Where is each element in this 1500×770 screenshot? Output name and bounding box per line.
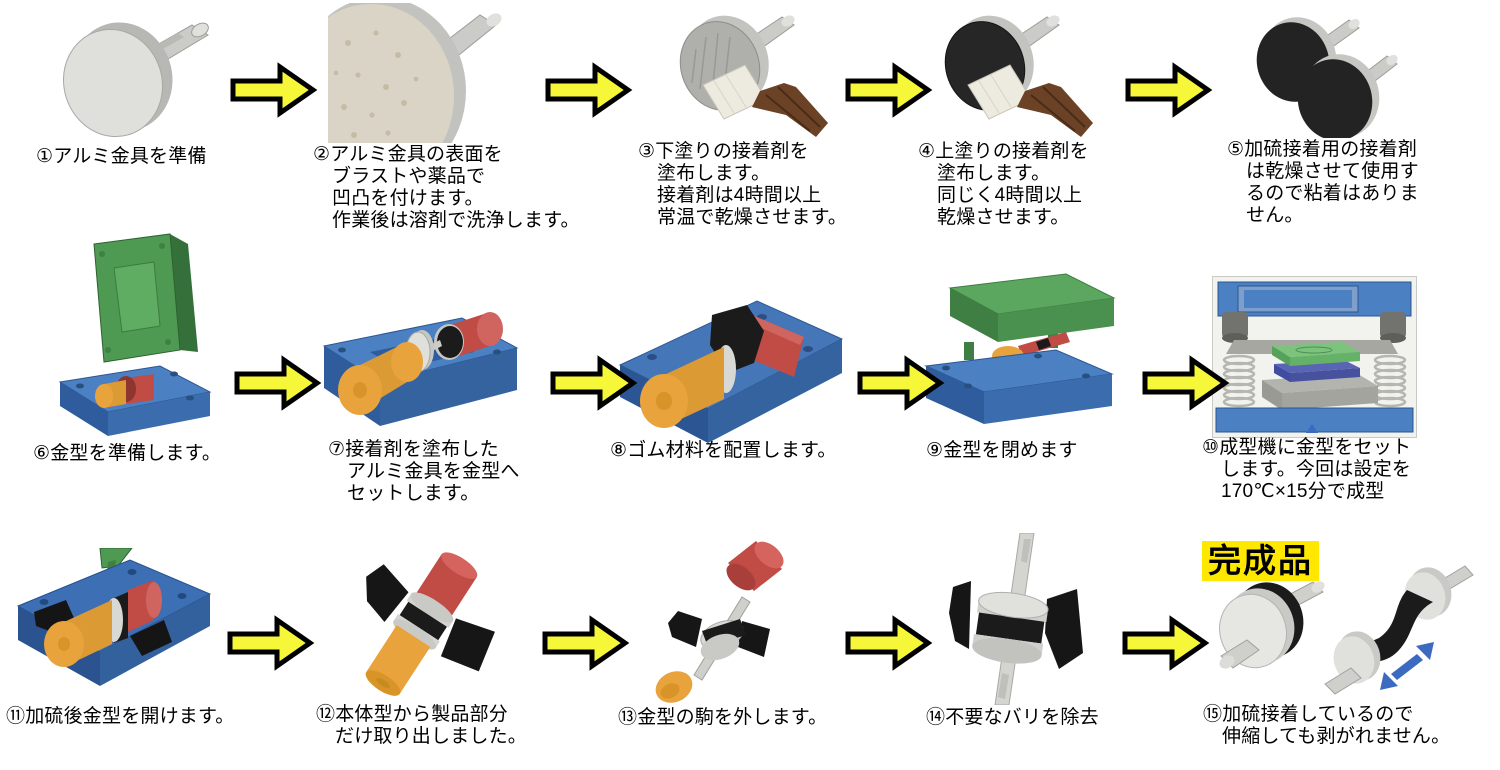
step-9-caption: ⑨金型を閉めます [926,440,1078,461]
step-10-illustration [1212,276,1417,438]
step-13-illustration [655,541,784,703]
step-12-caption: ⑫本体型から製品部分 だけ取り出しました。 [316,704,528,748]
step-14-illustration [949,533,1083,705]
flow-arrow-icon [1123,60,1213,120]
step-4-caption: ④上塗りの接着剤を 塗布します。 同じく4時間以上 乾燥させます。 [918,141,1089,229]
step-4-illustration [944,15,1093,137]
step-9-illustration [924,273,1116,424]
step-11-caption: ⑪加硫後金型を開けます。 [6,706,235,727]
flow-arrow-icon [1120,613,1210,673]
flow-arrow-icon [843,60,933,120]
flow-arrow-icon [548,353,638,413]
step-8-illustration [618,300,844,443]
step-7-illustration [322,312,519,426]
finished-product-badge: 完成品 [1202,541,1319,582]
step-5-caption: ⑤加硫接着用の接着剤 は乾燥させて使用す るので粘着はありま せん。 [1227,139,1419,227]
flow-arrow-icon [855,353,945,413]
step-10-caption: ⑩成型機に金型をセット します。今回は設定を 170℃×15分で成型 [1202,437,1412,503]
flow-arrow-icon [543,60,633,120]
flow-arrow-icon [232,353,322,413]
step-3-illustration [679,15,828,137]
step-6-illustration [58,233,212,436]
step-14-caption: ⑭不要なバリを除去 [926,707,1099,728]
step-1-illustration [63,22,209,138]
step-7-caption: ⑦接着剤を塗布した アルミ金具を金型へ セットします。 [328,439,520,505]
flow-arrow-icon [228,60,318,120]
step-8-caption: ⑧ゴム材料を配置します。 [610,440,837,461]
step-2-illustration [328,3,502,143]
flow-arrow-icon [1140,353,1230,413]
flow-arrow-icon [540,613,630,673]
stretch-arrow-icon [1380,642,1434,690]
step-12-illustration [365,552,495,696]
step-11-illustration [16,548,212,686]
flow-arrow-icon [225,613,315,673]
step-15-illustration [1219,565,1474,695]
step-13-caption: ⑬金型の駒を外します。 [618,707,828,728]
step-1-caption: ①アルミ金具を準備 [36,146,207,167]
step-5-illustration [1256,17,1398,138]
step-6-caption: ⑥金型を準備します。 [33,443,222,464]
step-3-caption: ③下塗りの接着剤を 塗布します。 接着剤は4時間以上 常温で乾燥させます。 [638,141,848,229]
step-15-caption: ⑮加硫接着しているので 伸縮しても剥がれません。 [1203,704,1451,748]
step-2-caption: ②アルミ金具の表面を ブラストや薬品で 凹凸を付けます。 作業後は溶剤で洗浄しま… [313,144,580,232]
flow-arrow-icon [843,613,933,673]
